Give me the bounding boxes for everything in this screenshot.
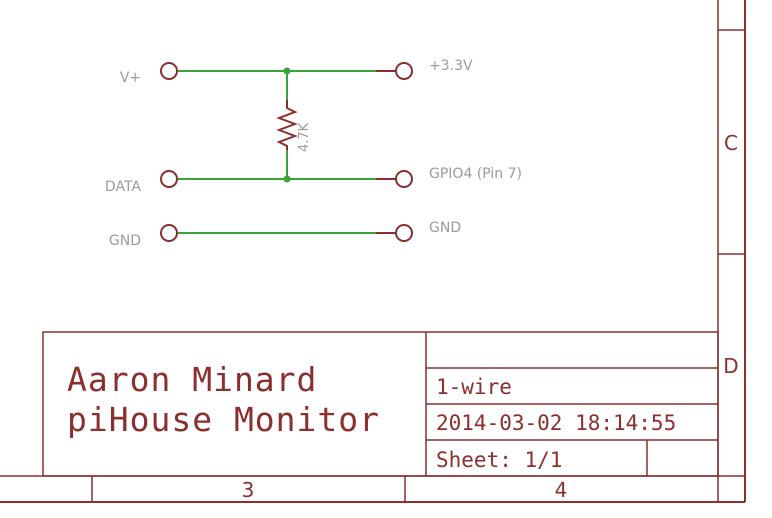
zone-col-label-4: 4 xyxy=(555,478,568,502)
zone-row-label-c: C xyxy=(724,131,738,155)
connector-pads xyxy=(160,62,413,242)
net-label-gnd-left: GND xyxy=(109,233,141,249)
zone-col-label-3: 3 xyxy=(242,478,255,502)
pad-gpio4[interactable] xyxy=(395,170,413,188)
pad-gnd-right[interactable] xyxy=(395,224,413,242)
junction-dot xyxy=(283,175,291,183)
resistor-symbol[interactable] xyxy=(276,100,298,150)
title-block: Aaron Minard piHouse Monitor 1-wire 2014… xyxy=(42,331,719,477)
resistor-value-label: 4.7K xyxy=(297,122,312,152)
net-label-gpio4: GPIO4 (Pin 7) xyxy=(429,166,522,182)
project-name: piHouse Monitor xyxy=(67,400,380,439)
author-name: Aaron Minard xyxy=(67,360,317,399)
sheet-number: Sheet: 1/1 xyxy=(436,448,562,472)
net-label-gnd-right: GND xyxy=(429,220,461,236)
pin-stubs xyxy=(376,70,396,234)
pad-3v3[interactable] xyxy=(395,62,413,80)
net-label-vplus: V+ xyxy=(120,70,141,86)
pad-vplus[interactable] xyxy=(160,62,178,80)
pad-gnd-left[interactable] xyxy=(160,224,178,242)
wires xyxy=(178,70,376,234)
resistor-zigzag xyxy=(276,100,298,150)
pad-data[interactable] xyxy=(160,170,178,188)
junction-dot xyxy=(283,67,291,75)
net-label-data: DATA xyxy=(105,179,141,195)
sheet-datetime: 2014-03-02 18:14:55 xyxy=(436,411,676,435)
schematic-name: 1-wire xyxy=(436,375,512,399)
zone-row-label-d: D xyxy=(723,354,738,378)
net-label-3v3: +3.3V xyxy=(429,58,473,74)
